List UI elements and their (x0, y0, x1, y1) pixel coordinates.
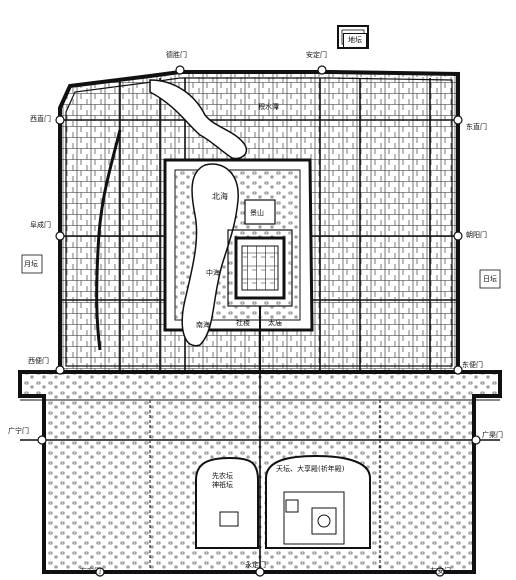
zhonghai-label: 中海 (206, 269, 220, 277)
sheji-label: 社稷 (236, 319, 250, 327)
nanhai-label: 南海 (196, 321, 210, 329)
guangqumen-label: 广渠门 (482, 431, 503, 439)
outer-city (18, 370, 502, 574)
yuetan-label: 月坛 (24, 260, 38, 268)
beihai-label: 北海 (212, 192, 228, 201)
yongdingmen-label: 永定门 (245, 561, 266, 569)
temple-precincts (195, 454, 371, 549)
fuchengmen-label: 阜成门 (30, 221, 51, 229)
zuoanmen-label: 左安门 (430, 567, 451, 575)
deshengmen-label: 德胜门 (166, 51, 187, 59)
youanmen-label: 右安门 (80, 567, 101, 575)
guanganmen-label: 广宁门 (8, 427, 29, 435)
tiantan-label: 天坛、大享殿(祈年殿) (276, 465, 345, 473)
ditan-label: 地坛 (343, 33, 367, 48)
forbidden-city (227, 199, 293, 372)
dongbianmen-label: 东便门 (462, 361, 483, 369)
taimiao-label: 太庙 (268, 319, 282, 327)
chaoyangmen-label: 朝阳门 (466, 231, 487, 239)
jingshan-label: 景山 (250, 209, 264, 217)
xibianmen-label: 西便门 (28, 357, 49, 365)
xizhimen-label: 西直门 (30, 115, 51, 123)
dongzhimen-label: 东直门 (466, 123, 487, 131)
shichahai-label: 积水潭 (258, 103, 279, 111)
andingmen-label: 安定门 (306, 51, 327, 59)
lakes (149, 79, 247, 347)
ritan-label: 日坛 (483, 275, 497, 283)
gate-marks (37, 65, 481, 577)
xiannongtan-label: 先农坛 神祇坛 (212, 472, 233, 490)
